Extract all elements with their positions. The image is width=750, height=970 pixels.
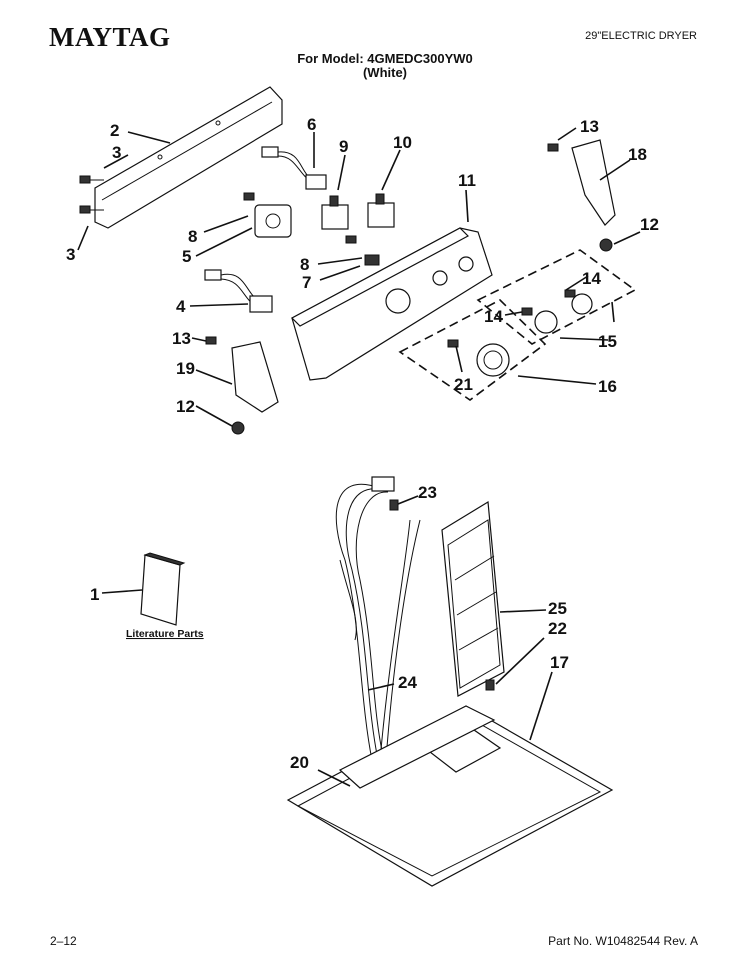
callout-4: 4	[176, 297, 186, 316]
part-23-screw	[389, 499, 399, 511]
callout-16: 16	[598, 377, 617, 396]
part-17-top-panel	[286, 705, 614, 887]
callout-25: 25	[548, 599, 567, 618]
callout-19: 19	[176, 359, 195, 378]
callout-10: 10	[393, 133, 412, 152]
part-9-switch	[321, 195, 349, 230]
part-6-harness	[261, 146, 327, 190]
model-heading: For Model: 4GMEDC300YW0 (White)	[260, 52, 510, 80]
callout-2: 2	[110, 121, 119, 140]
callout-14: 14	[582, 269, 601, 288]
part-25-lint-screen	[441, 500, 505, 697]
part-18-endcap	[547, 139, 616, 252]
part-15-knob-group	[398, 249, 637, 401]
part-1-literature	[140, 552, 186, 626]
part-3-screw	[79, 175, 104, 214]
callout-23: 23	[418, 483, 437, 502]
callout-13: 13	[580, 117, 599, 136]
callout-3: 3	[66, 245, 75, 264]
callout-12: 12	[640, 215, 659, 234]
callout-1: 1	[90, 585, 99, 604]
part-10-switch	[367, 193, 395, 228]
color-line: (White)	[362, 65, 408, 80]
callout-17: 17	[550, 653, 569, 672]
callout-13: 13	[172, 329, 191, 348]
part-2-bracket	[94, 86, 283, 229]
part-4-harness	[204, 269, 273, 313]
callout-8: 8	[188, 227, 197, 246]
part-number: Part No. W10482544 Rev. A	[548, 934, 698, 948]
callout-24: 24	[398, 673, 417, 692]
callout-21: 21	[454, 375, 473, 394]
callout-labels: 2 3 3 6 9 10 11 13 18 12 8 5 8 7 14 14 1…	[66, 115, 659, 772]
part-19-endcap	[205, 336, 279, 435]
callout-7: 7	[302, 273, 311, 292]
part-22-screw	[485, 679, 495, 691]
callout-11: 11	[458, 171, 476, 190]
callout-18: 18	[628, 145, 647, 164]
brand-logo: MAYTAG	[49, 22, 171, 52]
part-11-console	[291, 227, 493, 381]
part-24-wire-harness	[335, 476, 421, 761]
callout-15: 15	[598, 332, 617, 351]
part-7-clip	[345, 235, 380, 266]
product-type: 29"ELECTRIC DRYER	[585, 30, 697, 42]
part-5-timer	[243, 192, 292, 238]
callout-8: 8	[300, 255, 309, 274]
callout-9: 9	[339, 137, 348, 156]
page-number: 2–12	[50, 934, 77, 948]
model-line: For Model: 4GMEDC300YW0	[297, 51, 473, 66]
literature-parts-label: Literature Parts	[126, 628, 204, 640]
leader-lines	[77, 127, 641, 787]
callout-5: 5	[182, 247, 191, 266]
callout-14: 14	[484, 307, 503, 326]
callout-3: 3	[112, 143, 121, 162]
callout-22: 22	[548, 619, 567, 638]
callout-6: 6	[307, 115, 316, 134]
callout-12: 12	[176, 397, 195, 416]
callout-20: 20	[290, 753, 309, 772]
